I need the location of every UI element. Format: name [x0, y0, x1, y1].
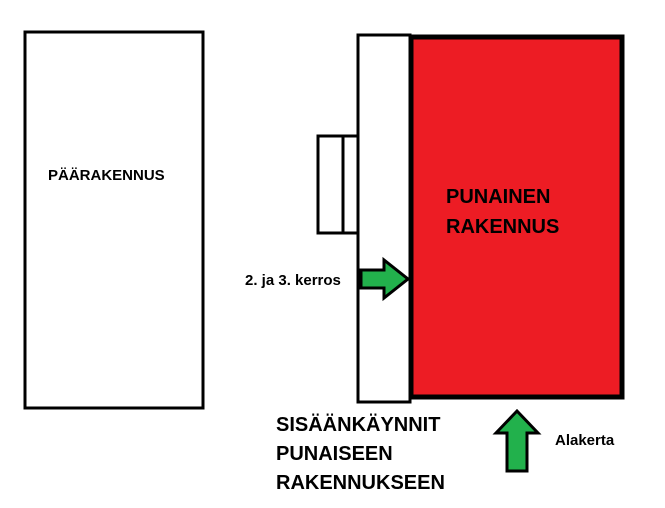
entrances-label-line2: PUNAISEEN [276, 443, 393, 465]
main-building [23, 30, 205, 410]
entrances-label: SISÄÄNKÄYNNIT PUNAISEEN RAKENNUKSEEN [276, 411, 445, 498]
upper-floors-label: 2. ja 3. kerros [245, 272, 341, 289]
red-building-label-line1: PUNAINEN [446, 186, 551, 208]
entrances-label-line3: RAKENNUKSEEN [276, 472, 445, 494]
upper-floor-entrance-arrow [359, 256, 411, 302]
red-building-label-line2: RAKENNUS [446, 216, 560, 238]
annex-building [356, 33, 412, 404]
ground-floor-entrance-arrow [492, 408, 542, 473]
red-building-label: PUNAINEN RAKENNUS [446, 182, 559, 242]
ground-floor-label: Alakerta [555, 432, 615, 449]
red-building [408, 34, 625, 400]
entrances-label-line1: SISÄÄNKÄYNNIT [276, 414, 441, 436]
annex-wing [316, 134, 360, 235]
main-building-label: PÄÄRAKENNUS [48, 167, 165, 184]
